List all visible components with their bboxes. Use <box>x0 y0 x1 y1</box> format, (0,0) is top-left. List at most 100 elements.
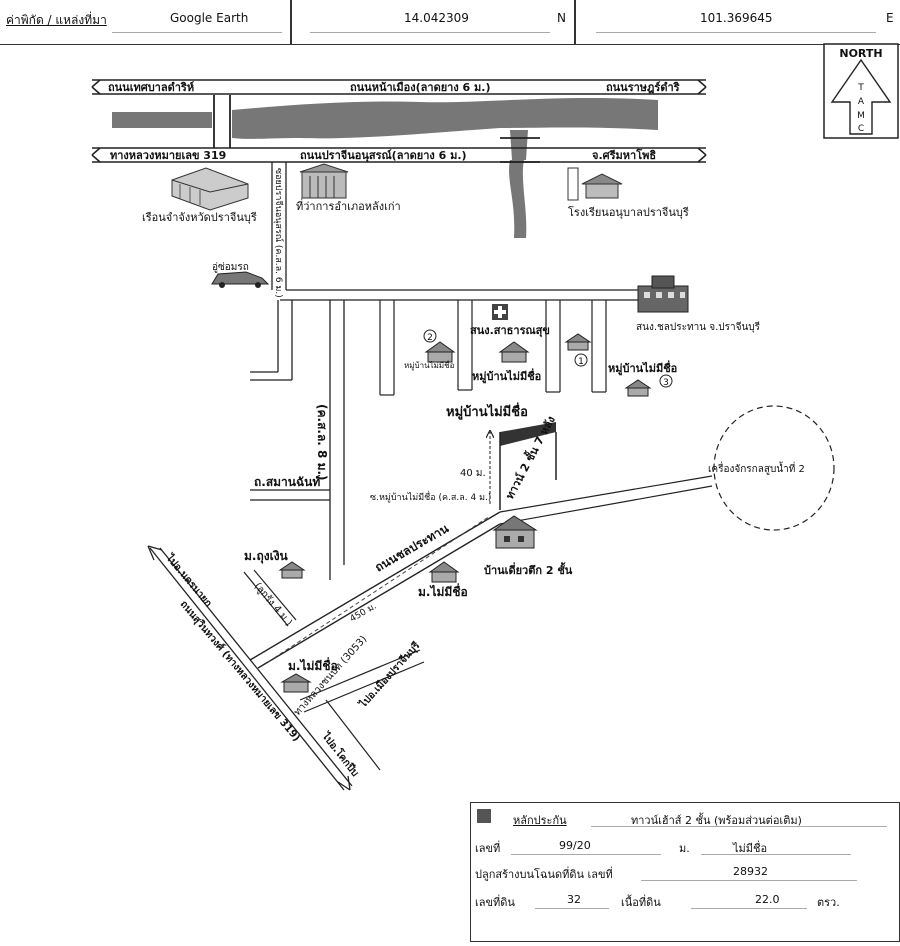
land-value: 32 <box>567 893 581 906</box>
house-icon <box>278 561 306 579</box>
house-icon <box>624 379 652 397</box>
place-label: บ้านเดี่ยวตึก 2 ชั้น <box>484 562 573 577</box>
chonprathan-road <box>249 475 713 669</box>
legend-underline <box>701 854 851 855</box>
house-icon <box>424 341 456 363</box>
road-label: ซอยปราจีนอนุสรณ์ (ค.ส.ล. 6 ม.) <box>273 168 285 298</box>
marker-number: 3 <box>663 378 669 388</box>
house-icon <box>280 673 312 693</box>
health-cross-icon <box>492 304 508 320</box>
road-label: ซ.หมู่บ้านไม่มีชื่อ (ค.ส.ล. 4 ม.) <box>370 490 491 503</box>
legend-row-land: เลขที่ดิน 32 เนื้อที่ดิน 22.0 ตรว. <box>471 887 899 913</box>
longitude-value: 101.369645 <box>700 11 773 25</box>
latitude-direction: N <box>557 11 566 25</box>
subject-property-icon <box>499 422 557 510</box>
place-label: ม.ไม่มีชื่อ <box>418 583 468 599</box>
area-label: เนื้อที่ดิน <box>621 896 661 909</box>
legend-underline <box>535 908 609 909</box>
coordinate-header: ค่าพิกัด / แหล่งที่มา Google Earth 14.04… <box>0 0 900 45</box>
house-icon <box>564 333 592 351</box>
place-label: โรงเรียนอนุบาลปราจีนบุรี <box>568 205 689 219</box>
legend-type: ทาวน์เฮ้าส์ 2 ชั้น (พร้อมส่วนต่อเติม) <box>631 814 802 827</box>
place-label: หมู่บ้านไม่มีชื่อ <box>472 368 541 384</box>
house-icon <box>498 341 530 363</box>
compass-letter: C <box>858 124 864 134</box>
collateral-legend: หลักประกัน ทาวน์เฮ้าส์ 2 ชั้น (พร้อมส่วน… <box>470 802 900 942</box>
car-icon <box>211 271 270 288</box>
legend-underline <box>511 854 661 855</box>
road-label: ไปอ.เมืองปราจีนบุรี <box>356 639 423 711</box>
district-office-building-icon <box>299 163 349 199</box>
place-label: ม.ถุงเงิน <box>244 549 289 564</box>
deed-label: ปลูกสร้างบนโฉนดที่ดิน เลขที่ <box>475 868 613 881</box>
marker-number: 1 <box>578 357 584 367</box>
pump-station-area <box>713 405 835 531</box>
road-label: ถนนราษฎร์ดำริ <box>606 81 680 94</box>
longitude-direction: E <box>886 11 894 25</box>
road-label: ทางหลวงหมายเลข 319 <box>110 149 226 162</box>
compass-label: NORTH <box>839 47 882 60</box>
place-label: เรือนจำจังหวัดปราจีนบุรี <box>142 211 257 224</box>
distance-label: 40 ม. <box>460 468 486 479</box>
area-unit: ตรว. <box>817 896 840 909</box>
second-road: ทางหลวงหมายเลข 319 ถนนปราจีนอนุสรณ์(ลาดย… <box>91 147 707 163</box>
source-underline <box>112 32 282 33</box>
header-divider <box>574 0 576 44</box>
collateral-swatch <box>477 809 491 823</box>
marker-circle: 1 <box>574 353 588 367</box>
road-label: ไปอ.นครนายก <box>163 551 215 609</box>
place-label: ม.ไม่มีชื่อ <box>288 657 338 673</box>
moo-label: ม. <box>679 842 690 855</box>
north-compass: NORTH T A M C <box>823 43 899 139</box>
source-value: Google Earth <box>170 11 249 25</box>
legend-underline <box>641 880 857 881</box>
source-cell: ค่าพิกัด / แหล่งที่มา Google Earth <box>0 0 290 44</box>
legend-row-title: หลักประกัน ทาวน์เฮ้าส์ 2 ชั้น (พร้อมส่วน… <box>471 805 899 831</box>
top-road: ถนนเทศบาลดำริห์ ถนนหน้าเมือง(ลาดยาง 6 ม.… <box>91 79 707 95</box>
latitude-value: 14.042309 <box>404 11 469 25</box>
header-divider <box>290 0 292 44</box>
land-label: เลขที่ดิน <box>475 896 515 909</box>
road-label: (ค.ส.ล. 8 ม.) <box>315 404 329 481</box>
compass-letter: A <box>858 97 865 107</box>
compass-letter: T <box>857 83 864 93</box>
road-label: ถนนหน้าเมือง(ลาดยาง 6 ม.) <box>350 81 491 94</box>
place-label: หมู่บ้านไม่มีชื่อ <box>404 359 455 371</box>
road-label: ถนนปราจีนอนุสรณ์(ลาดยาง 6 ม.) <box>300 149 467 163</box>
road-label: ถ.สมานฉันท์ <box>254 475 320 489</box>
road-label: จ.ศรีมหาโพธิ <box>592 148 656 162</box>
number-value: 99/20 <box>559 839 591 852</box>
marker-circle: 2 <box>423 329 437 343</box>
number-label: เลขที่ <box>475 842 501 855</box>
legend-underline <box>591 826 887 827</box>
place-label: อู่ซ่อมรถ <box>212 262 249 273</box>
place-label: หมู่บ้านไม่มีชื่อ <box>608 360 677 376</box>
marker-circle: 3 <box>659 374 673 388</box>
place-label: สนง.ชลประทาน จ.ปราจีนบุรี <box>636 321 761 333</box>
longitude-cell: 101.369645 E <box>576 0 900 44</box>
legend-underline <box>691 908 807 909</box>
latitude-underline <box>310 32 550 33</box>
soi-road-network <box>250 162 640 580</box>
single-house-icon <box>492 515 538 549</box>
place-label: ที่ว่าการอำเภอหลังเก่า <box>296 198 401 213</box>
kindergarten-building-icon <box>567 167 623 201</box>
moo-value: ไม่มีชื่อ <box>733 842 768 855</box>
legend-row-deed: ปลูกสร้างบนโฉนดที่ดิน เลขที่ 28932 <box>471 859 899 885</box>
subject-label: ทาวน์ 2 ชั้น 7 หลัง <box>501 413 557 501</box>
place-label: หมู่บ้านไม่มีชื่อ <box>446 402 528 420</box>
left-road-network <box>147 545 425 791</box>
place-label: เครื่องจักรกลสูบน้ำที่ 2 <box>708 461 805 475</box>
place-label: สนง.สาธารณสุข <box>470 324 550 338</box>
legend-row-number: เลขที่ 99/20 ม. ไม่มีชื่อ <box>471 833 899 859</box>
latitude-cell: 14.042309 N <box>292 0 574 44</box>
deed-value: 28932 <box>733 865 768 878</box>
marker-number: 2 <box>427 333 433 343</box>
road-label: (ลูกรัง 4 ม.) <box>252 581 294 629</box>
longitude-underline <box>596 32 876 33</box>
area-value: 22.0 <box>755 893 780 906</box>
compass-letter: M <box>857 111 865 121</box>
road-label: ถนนเทศบาลดำริห์ <box>108 81 194 94</box>
legend-title: หลักประกัน <box>513 814 567 827</box>
